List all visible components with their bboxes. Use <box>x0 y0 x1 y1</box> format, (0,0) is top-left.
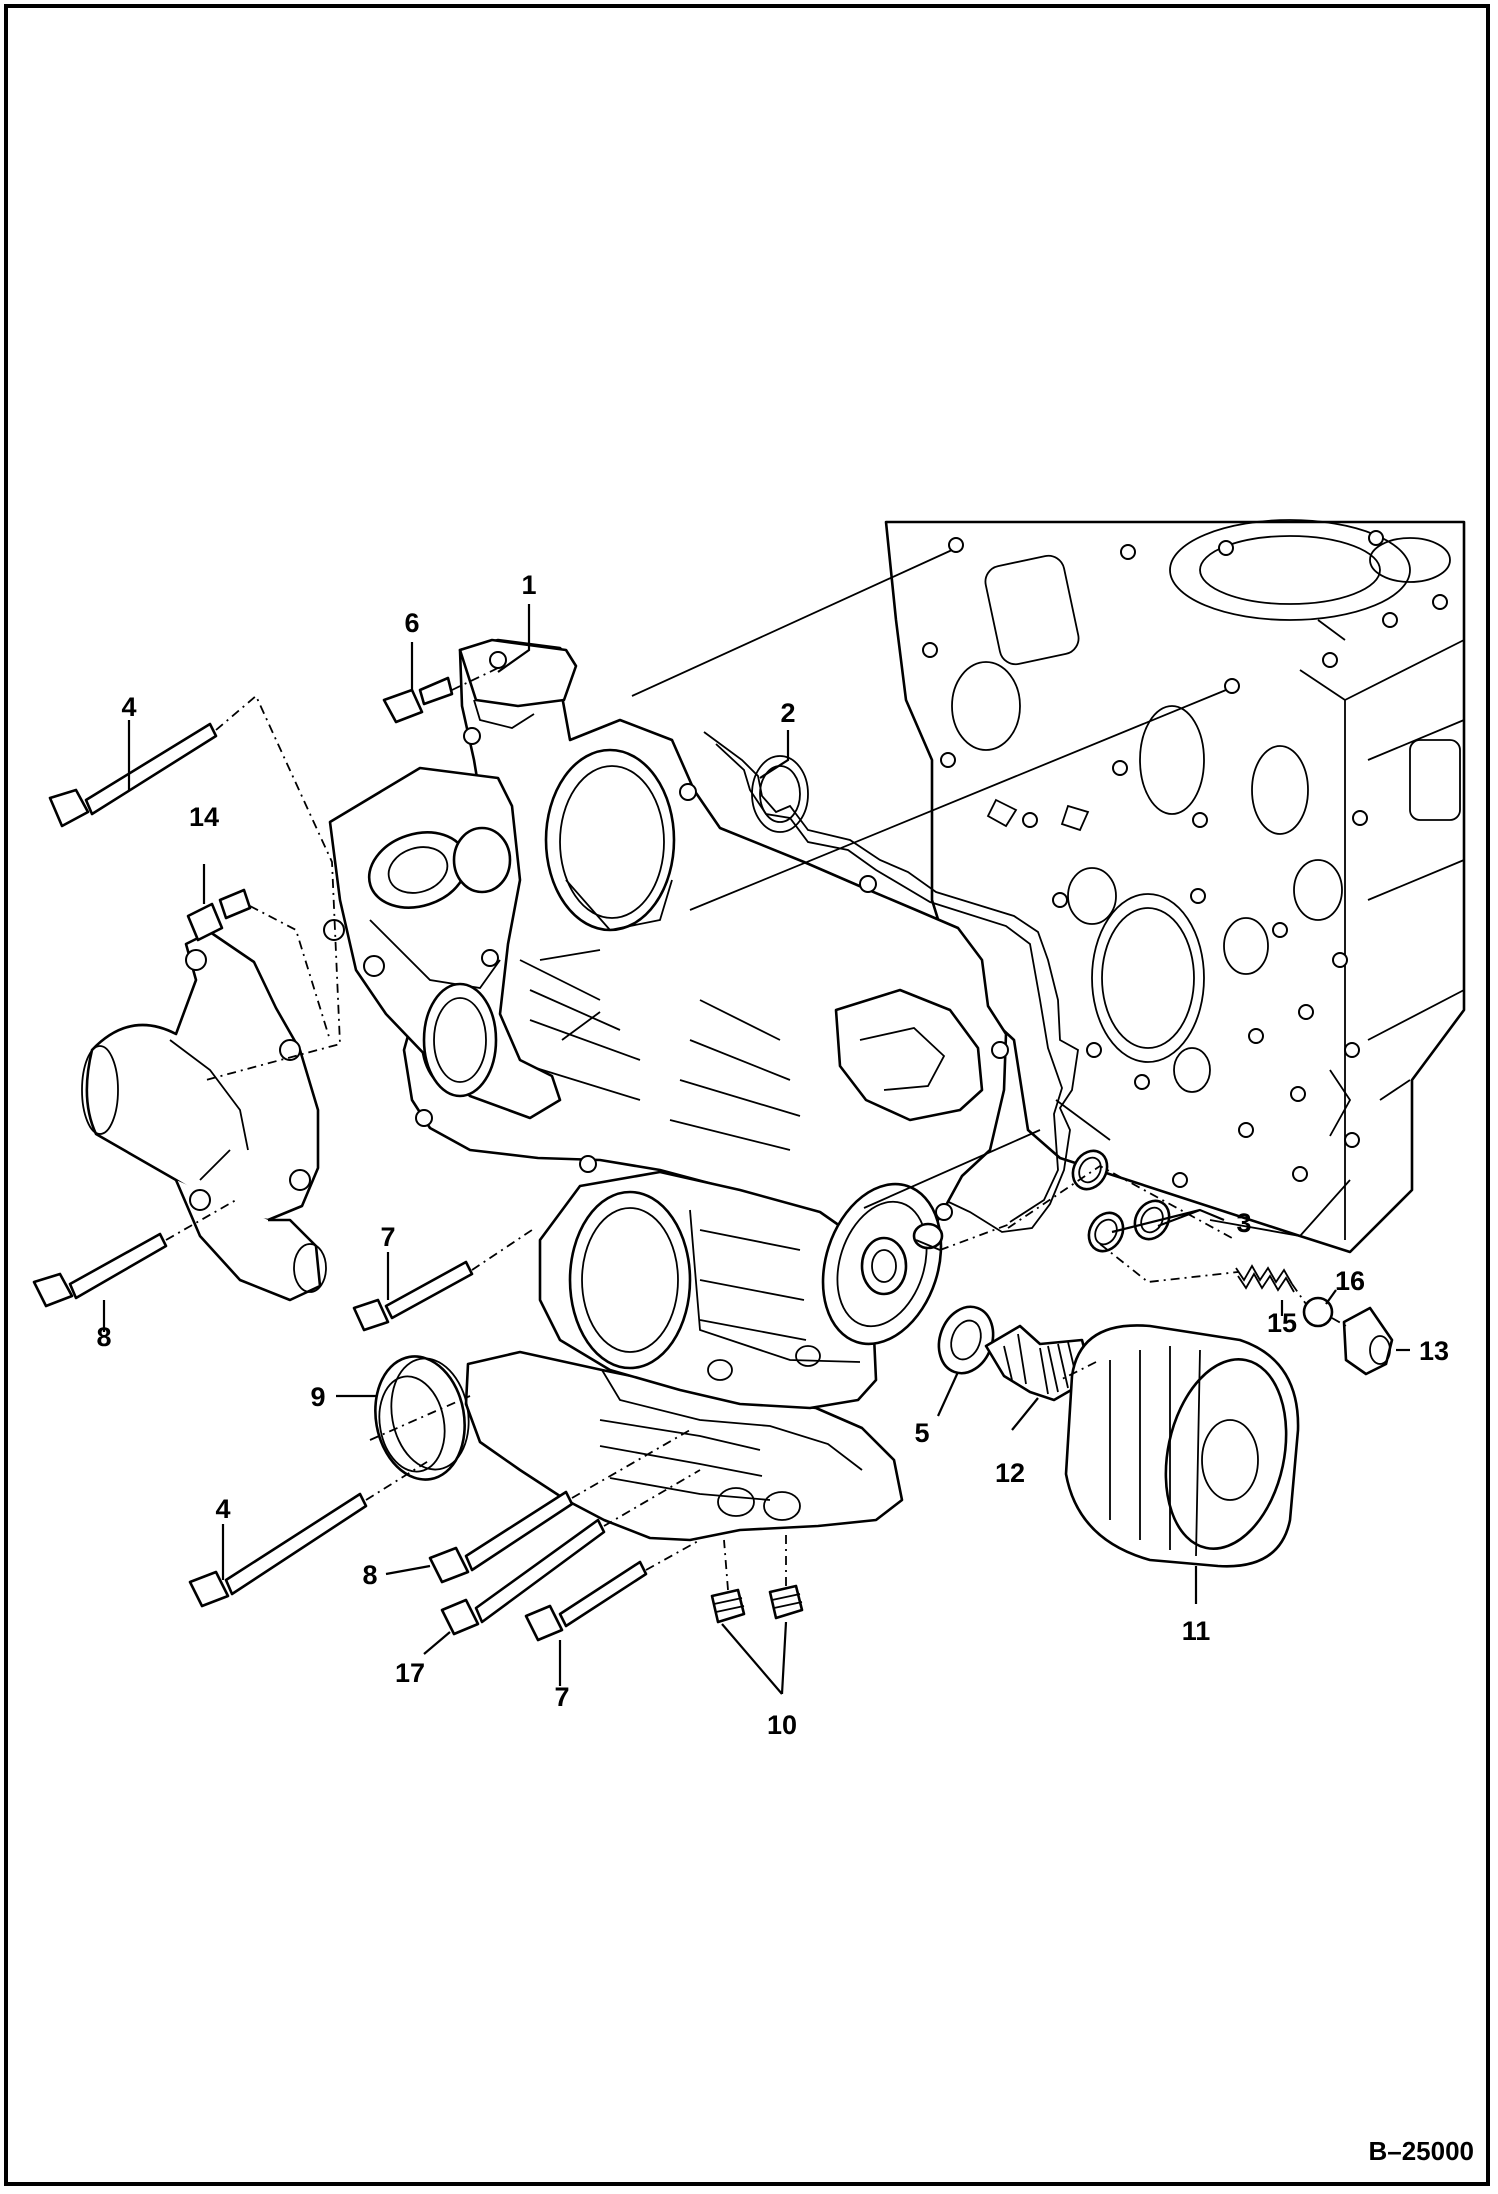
callout-9: 9 <box>310 1382 325 1412</box>
oil-cooler-flange <box>821 1182 944 1346</box>
relief-valve-plug <box>1342 1306 1394 1376</box>
callout-1: 1 <box>521 570 536 600</box>
sealing-washer <box>937 1305 995 1375</box>
callout-11: 11 <box>1182 1616 1211 1646</box>
oil-cooler-housing <box>538 1170 878 1410</box>
bolts <box>32 676 648 1642</box>
callout-7-upper: 7 <box>380 1222 395 1252</box>
callout-7-lower: 7 <box>554 1682 569 1712</box>
relief-valve-spring <box>1235 1264 1295 1293</box>
callout-12: 12 <box>995 1458 1025 1488</box>
callout-14: 14 <box>189 802 219 832</box>
callout-2: 2 <box>780 698 795 728</box>
callout-13: 13 <box>1419 1336 1449 1366</box>
oil-filter <box>1064 1324 1300 1568</box>
callout-4-lower: 4 <box>215 1494 230 1524</box>
drawing-frame <box>4 4 1490 2186</box>
callout-4-upper: 4 <box>121 692 136 722</box>
relief-valve-ball <box>1302 1296 1334 1328</box>
engine-block <box>884 519 1466 1254</box>
callout-labels: 1 2 3 4 4 5 6 7 7 8 8 9 10 11 12 13 14 1… <box>96 570 1449 1740</box>
oil-filter-connector <box>984 1324 1094 1402</box>
callout-15: 15 <box>1267 1308 1297 1338</box>
block-bolt-holes <box>922 530 1448 1188</box>
callout-10: 10 <box>767 1710 797 1740</box>
callout-6: 6 <box>404 608 419 638</box>
callout-3: 3 <box>1236 1208 1251 1238</box>
gear-case-bolt-holes <box>415 651 1009 1221</box>
oil-seal <box>374 1355 470 1481</box>
thermostat-housing <box>323 766 562 1120</box>
water-pump <box>81 930 327 1302</box>
drain-plugs <box>710 1584 804 1624</box>
assembly-lines <box>165 549 1347 1591</box>
callout-8-lower: 8 <box>362 1560 377 1590</box>
callout-17: 17 <box>395 1658 425 1688</box>
callout-8-upper: 8 <box>96 1322 111 1352</box>
callout-5: 5 <box>914 1418 929 1448</box>
drawing-reference: B–25000 <box>1368 2136 1474 2166</box>
callout-leaders <box>102 604 1410 1695</box>
gasket <box>703 731 1079 1233</box>
callout-16: 16 <box>1335 1266 1365 1296</box>
